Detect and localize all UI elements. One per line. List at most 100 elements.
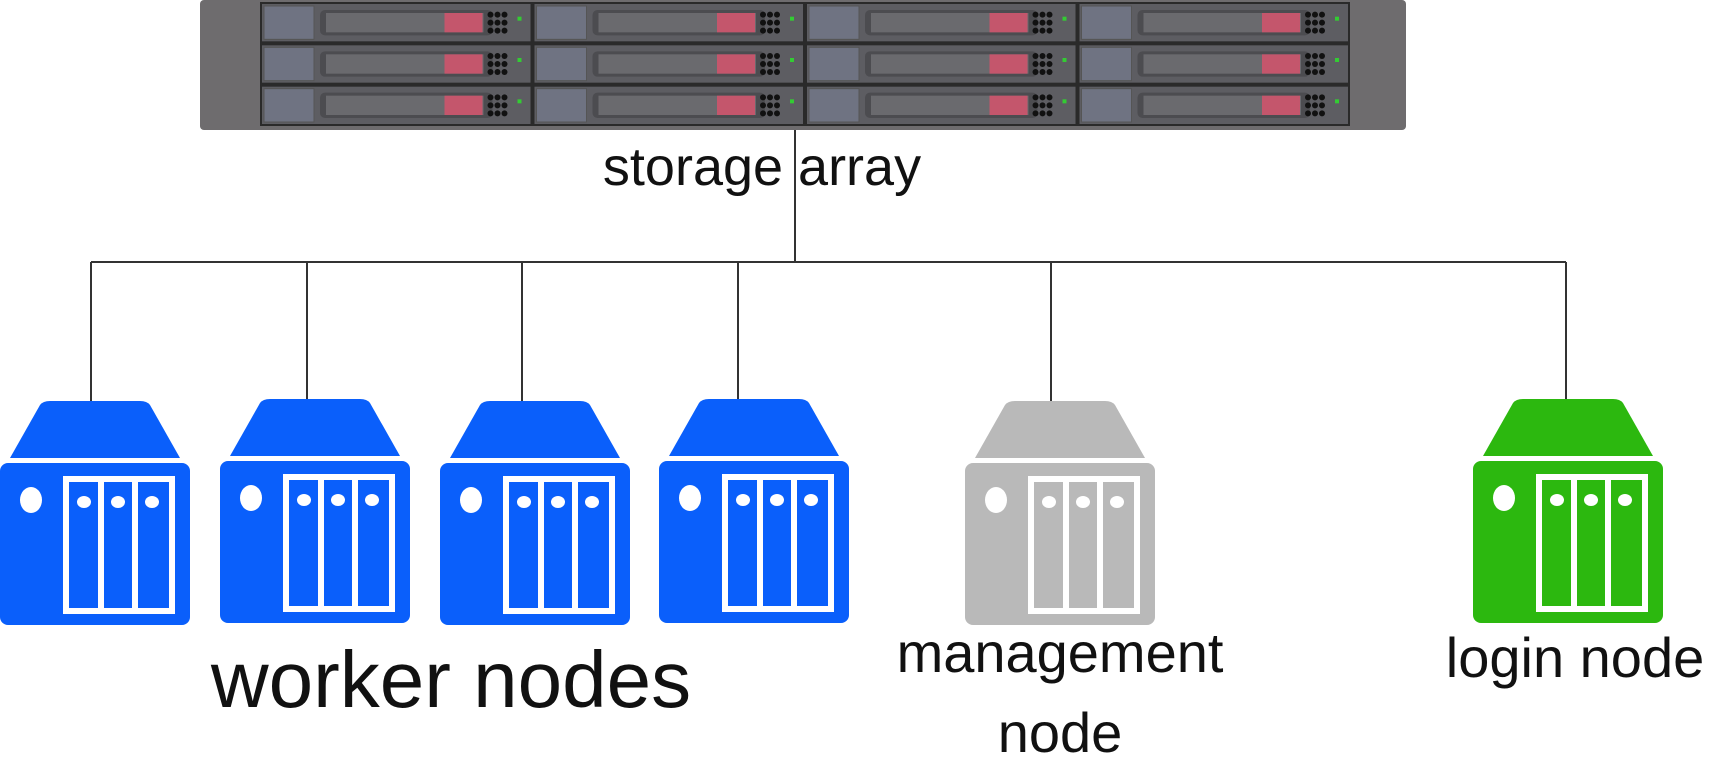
- status-led: [1335, 58, 1339, 62]
- power-button-icon: [20, 487, 42, 513]
- drive-led-icon: [517, 496, 531, 508]
- node-top: [669, 399, 839, 456]
- status-led: [790, 99, 794, 104]
- drive-handle: [1262, 95, 1300, 115]
- login-node: [1473, 399, 1663, 623]
- drive-cage: [1028, 476, 1140, 614]
- status-led: [517, 58, 522, 62]
- drive-label-plate: [263, 46, 315, 82]
- drive-handle: [989, 95, 1028, 115]
- node-top: [10, 401, 180, 458]
- status-led: [790, 16, 794, 21]
- power-button-icon: [985, 487, 1007, 513]
- status-led: [1335, 99, 1339, 104]
- worker-node-2: [220, 399, 410, 623]
- power-button-icon: [240, 485, 262, 511]
- drive-bay: [262, 86, 531, 124]
- status-led: [1062, 58, 1067, 62]
- drive-cage: [63, 476, 175, 614]
- node-body: [0, 463, 190, 625]
- management-node-label-line2: node: [997, 701, 1123, 764]
- drive-handle: [989, 13, 1028, 33]
- status-led: [790, 58, 794, 62]
- power-button-icon: [460, 487, 482, 513]
- worker-node-1: [0, 401, 190, 625]
- drive-handle: [717, 95, 755, 115]
- node-body: [659, 461, 849, 623]
- drive-label-plate: [808, 5, 860, 40]
- drive-bay: [534, 45, 803, 83]
- drive-label-plate: [263, 5, 315, 40]
- drive-label-plate: [536, 46, 587, 82]
- drive-led-icon: [736, 494, 750, 506]
- drive-label-plate: [263, 88, 315, 123]
- drive-led-icon: [1110, 496, 1124, 508]
- drive-handle: [717, 54, 755, 74]
- worker-node-4: [659, 399, 849, 623]
- drive-led-icon: [111, 496, 125, 508]
- drive-bay: [534, 4, 803, 42]
- drive-label-plate: [808, 46, 860, 82]
- worker-node-3: [440, 401, 630, 625]
- power-button-icon: [1493, 485, 1515, 511]
- status-led: [1335, 16, 1339, 21]
- drive-bay: [534, 86, 803, 124]
- node-top: [230, 399, 400, 456]
- drive-led-icon: [1042, 496, 1056, 508]
- drive-led-icon: [585, 496, 599, 508]
- node-body: [220, 461, 410, 623]
- drive-led-icon: [1618, 494, 1632, 506]
- node-body: [440, 463, 630, 625]
- drive-led-icon: [804, 494, 818, 506]
- status-led: [517, 99, 522, 104]
- drive-label-plate: [1081, 88, 1132, 123]
- status-led: [1062, 99, 1067, 104]
- node-top: [450, 401, 620, 458]
- node-top: [1483, 399, 1653, 456]
- drive-bay: [1079, 86, 1348, 124]
- drive-led-icon: [297, 494, 311, 506]
- drive-label-plate: [1081, 5, 1132, 40]
- drive-handle: [717, 13, 755, 33]
- drive-led-icon: [365, 494, 379, 506]
- drive-bay: [262, 45, 531, 83]
- drive-led-icon: [770, 494, 784, 506]
- drive-led-icon: [1076, 496, 1090, 508]
- drive-handle: [444, 54, 483, 74]
- drive-led-icon: [1584, 494, 1598, 506]
- login-node-label: login node: [1445, 626, 1705, 689]
- management-node: [965, 401, 1155, 625]
- drive-bay: [1079, 45, 1348, 83]
- drive-led-icon: [77, 496, 91, 508]
- drive-handle: [444, 95, 483, 115]
- drive-bay: [1079, 4, 1348, 42]
- worker-nodes-label: worker nodes: [210, 635, 692, 724]
- drive-label-plate: [536, 88, 587, 123]
- drive-led-icon: [145, 496, 159, 508]
- storage-array-label: storage array: [602, 137, 922, 197]
- status-led: [517, 16, 522, 21]
- drive-cage: [283, 474, 395, 612]
- drive-handle: [444, 13, 483, 33]
- drive-label-plate: [808, 88, 860, 123]
- drive-bay: [807, 45, 1076, 83]
- drive-led-icon: [331, 494, 345, 506]
- node-body: [1473, 461, 1663, 623]
- drive-label-plate: [1081, 46, 1132, 82]
- management-node-label-line1: management: [896, 621, 1224, 684]
- power-button-icon: [679, 485, 701, 511]
- node-body: [965, 463, 1155, 625]
- drive-handle: [1262, 13, 1300, 33]
- drive-bay: [262, 4, 531, 42]
- drive-cage: [1536, 474, 1648, 612]
- drive-bay: [807, 4, 1076, 42]
- node-top: [975, 401, 1145, 458]
- status-led: [1062, 16, 1067, 21]
- drive-label-plate: [536, 5, 587, 40]
- drive-cage: [503, 476, 615, 614]
- storage-array: [200, 0, 1406, 130]
- drive-handle: [1262, 54, 1300, 74]
- drive-led-icon: [1550, 494, 1564, 506]
- drive-handle: [989, 54, 1028, 74]
